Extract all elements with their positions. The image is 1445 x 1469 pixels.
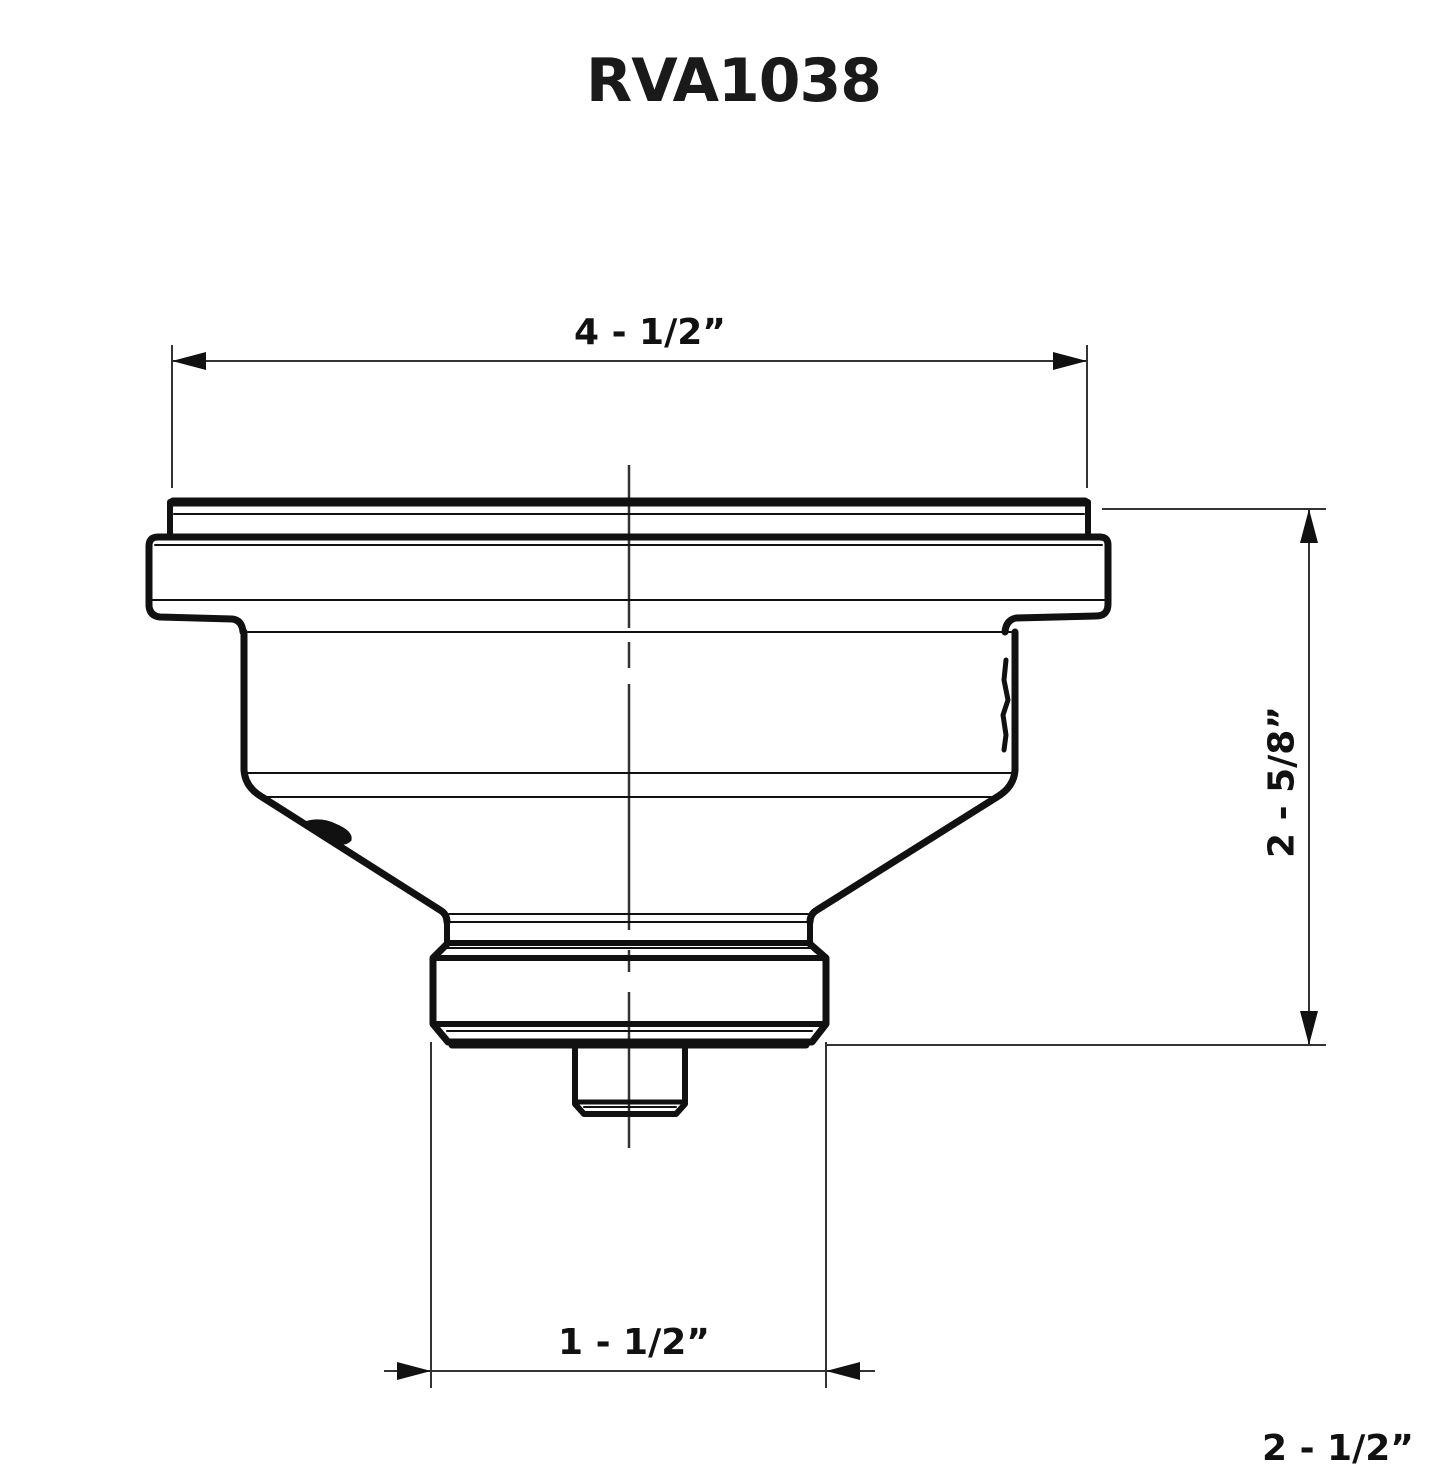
overall-height-label: 2 - 5/8” [1261,706,1303,858]
partial-dimension-label: 2 - 1/2” [1262,1428,1414,1469]
arrow-in-right-icon [826,1362,860,1380]
basket-cylinder [240,628,1019,798]
outlet-dimension [384,1042,875,1388]
top-lip [167,497,1091,537]
height-dimension [826,508,1326,1046]
arrow-down-icon [1300,1011,1318,1045]
model-title: RVA1038 [586,46,882,116]
basket-cone [240,766,1019,926]
outlet-width-label: 1 - 1/2” [558,1322,710,1363]
flange [145,533,1112,636]
stem-post [572,1045,688,1117]
arrow-up-icon [1300,509,1318,543]
outlet-collar [429,940,830,1049]
overall-width-label: 4 - 1/2” [574,312,726,353]
outlet-neck [443,913,815,949]
arrow-in-left-icon [397,1362,431,1380]
strainer-body [145,497,1112,1117]
width-dimension [171,345,1088,488]
arrow-right-icon [1053,352,1087,370]
arrow-left-icon [172,352,206,370]
